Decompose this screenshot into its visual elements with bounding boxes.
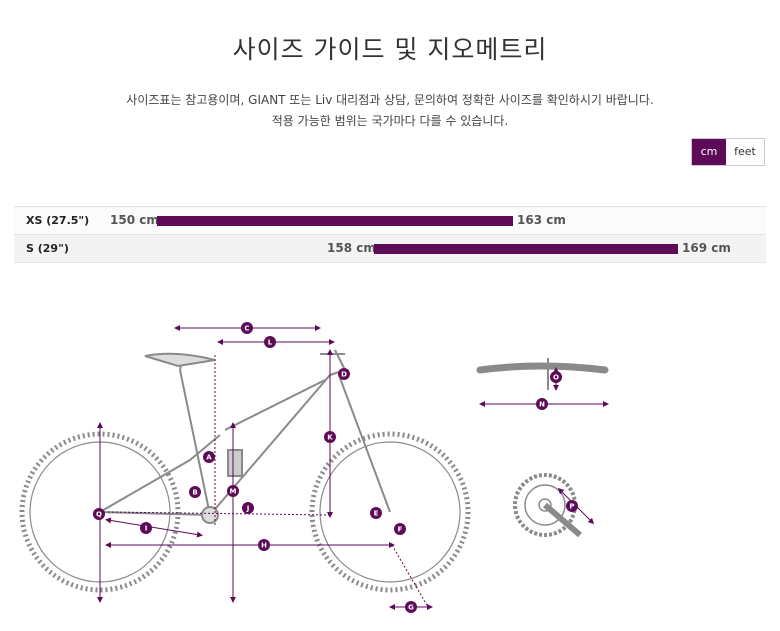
geometry-label-e: E [370,507,382,519]
svg-text:P: P [569,503,574,511]
size-label: S (29") [26,242,69,255]
range-min: 150 cm [110,213,159,227]
geometry-label-b: B [189,486,201,498]
size-label: XS (27.5") [26,214,90,227]
range-max: 163 cm [517,213,566,227]
geometry-label-k: K [324,431,336,443]
dimension-lines [97,325,433,610]
svg-text:D: D [341,371,347,379]
range-min: 158 cm [327,241,376,255]
geometry-label-q: Q [93,508,105,520]
svg-text:L: L [268,339,273,347]
unit-cm-button[interactable]: cm [692,139,726,165]
svg-text:Q: Q [96,511,102,519]
svg-text:I: I [145,525,148,533]
svg-text:N: N [539,401,545,409]
geometry-label-f: F [394,523,406,535]
geometry-label-g: G [405,601,417,613]
svg-text:H: H [261,542,267,550]
description-line-1: 사이즈표는 참고용이며, GIANT 또는 Liv 대리점과 상담, 문의하여 … [126,93,654,107]
front-wheel [309,431,471,593]
geometry-label-d: D [338,368,350,380]
geometry-label-c: C [241,322,253,334]
geometry-label-m: M [227,485,239,497]
size-row-s: S (29") 158 cm 169 cm [14,234,766,263]
page-title: 사이즈 가이드 및 지오메트리 [232,35,548,64]
geometry-label-n: N [536,398,548,410]
svg-text:B: B [192,489,197,497]
svg-text:A: A [206,454,212,462]
geometry-label-o: O [550,371,562,383]
unit-feet-button[interactable]: feet [726,139,764,165]
svg-text:M: M [230,488,237,496]
geometry-label-j: J [242,502,254,514]
svg-text:O: O [553,374,559,382]
geometry-diagram: A B C D E F G H I J K L M N O P Q [19,322,609,613]
svg-text:F: F [398,526,403,534]
svg-text:G: G [408,604,414,612]
svg-text:C: C [244,325,249,333]
geometry-label-p: P [566,500,578,512]
geometry-labels: A B C D E F G H I J K L M N O P Q [93,322,578,613]
range-bar [374,244,678,254]
size-row-xs: XS (27.5") 150 cm 163 cm [14,206,766,234]
range-max: 169 cm [682,241,731,255]
crankset-detail [513,473,595,538]
svg-text:E: E [374,510,379,518]
description-line-2: 적용 가능한 범위는 국가마다 다를 수 있습니다. [271,114,509,128]
unit-toggle: cm feet [691,138,765,166]
svg-text:J: J [246,505,250,513]
handlebar-detail [476,358,609,407]
svg-text:K: K [327,434,333,442]
geometry-label-i: I [140,522,152,534]
geometry-label-l: L [264,336,276,348]
range-bar [157,216,513,226]
geometry-label-a: A [203,451,215,463]
geometry-label-h: H [258,539,270,551]
